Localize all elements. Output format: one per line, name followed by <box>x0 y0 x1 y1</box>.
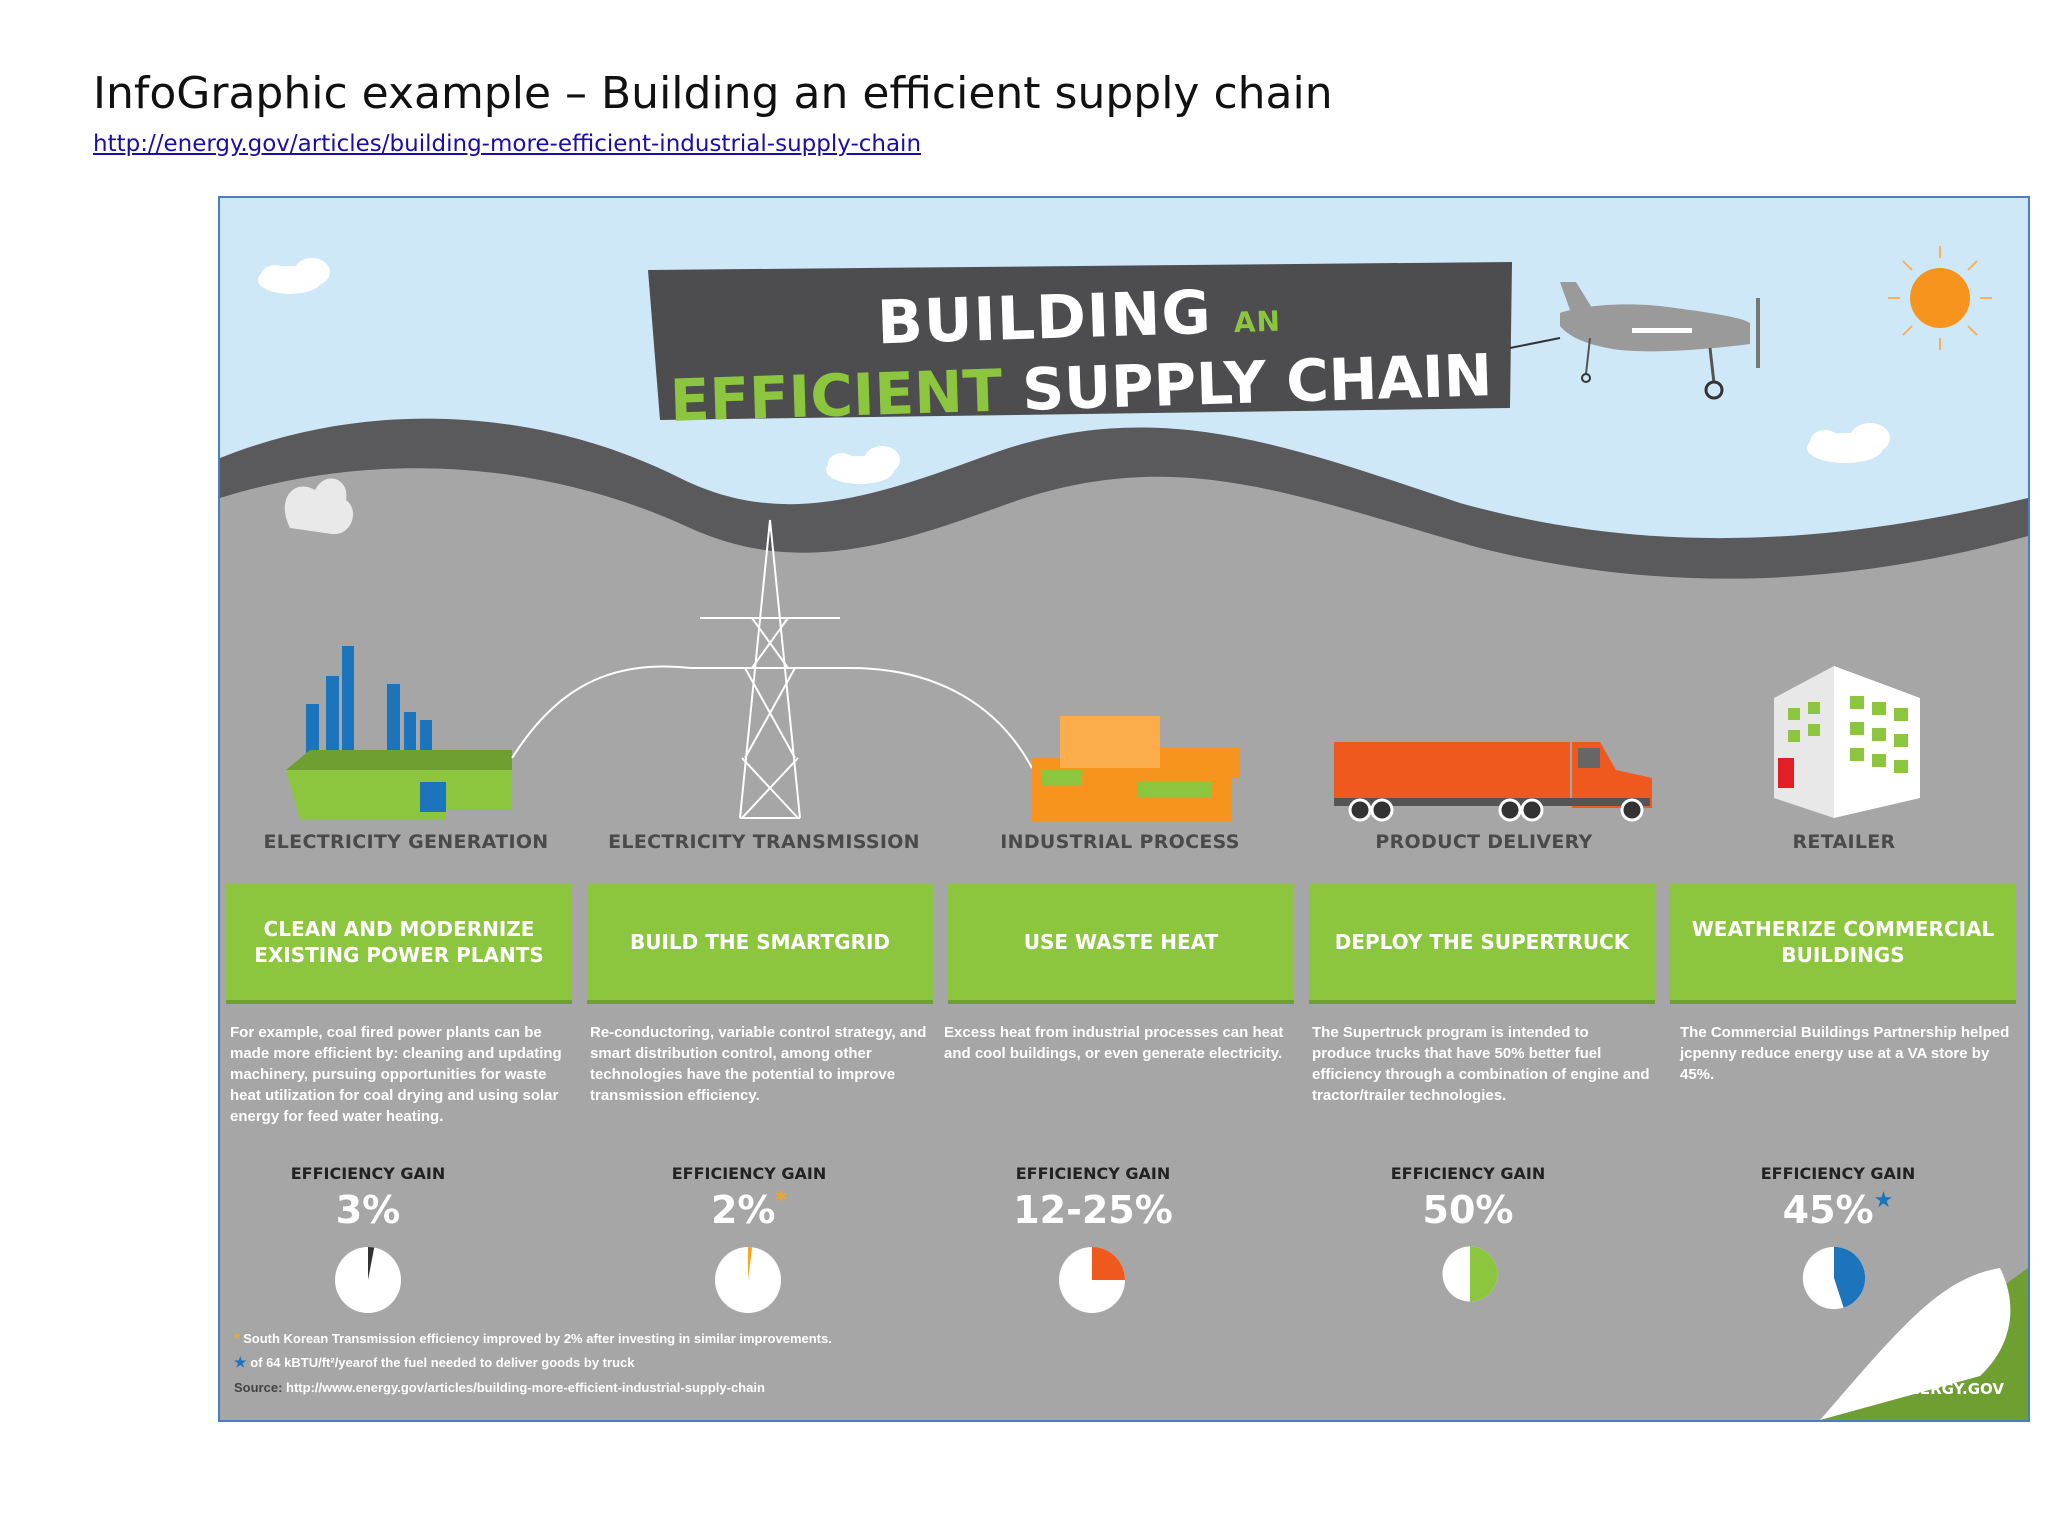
source-label: Source: <box>234 1380 283 1395</box>
footnote-mark: * <box>234 1330 240 1346</box>
banner-line2-white: SUPPLY CHAIN <box>1021 341 1494 424</box>
gain-value-text: 50% <box>1422 1188 1514 1232</box>
efficiency-gain-value: 3% <box>258 1188 478 1232</box>
efficiency-pie-chart <box>1059 1247 1125 1313</box>
efficiency-pie-chart <box>1442 1246 1498 1302</box>
airplane-icon <box>1560 282 1760 400</box>
efficiency-pie-chart <box>335 1247 401 1313</box>
efficiency-gain-label: EFFICIENCY GAIN <box>1390 1164 1546 1183</box>
transmission-tower-icon <box>511 519 1033 819</box>
description-industrial: Excess heat from industrial processes ca… <box>944 1024 1284 1062</box>
banner-shape <box>648 262 1512 420</box>
efficiency-gain-value: 50% <box>1358 1188 1578 1232</box>
banner-line1-small: AN <box>1233 304 1282 340</box>
pie-slice <box>368 1247 375 1280</box>
description-delivery: The Supertruck program is intended to pr… <box>1312 1024 1650 1104</box>
gain-value-text: 2% <box>710 1188 776 1232</box>
stage-label-industrial: INDUSTRIAL PROCESS <box>1000 831 1240 853</box>
truck-icon <box>1334 742 1652 822</box>
source-link[interactable]: http://energy.gov/articles/building-more… <box>93 131 922 157</box>
gain-mark: * <box>775 1188 788 1213</box>
banner-line2-green: EFFICIENT <box>668 356 1004 435</box>
description-retailer: The Commercial Buildings Partnership hel… <box>1680 1024 2010 1083</box>
gain-value-text: 12-25% <box>1013 1188 1173 1232</box>
efficiency-gain-value: 2%* <box>639 1188 859 1232</box>
power-plant-icon <box>284 478 512 820</box>
cloud-icon <box>258 258 1890 484</box>
page-title: InfoGraphic example – Building an effici… <box>93 68 1333 119</box>
stage-label-transmission: ELECTRICITY TRANSMISSION <box>608 831 920 853</box>
efficiency-pie-chart <box>715 1247 781 1313</box>
action-box-waste-heat: USE WASTE HEAT <box>948 884 1294 1004</box>
banner-line1-main: BUILDING <box>876 277 1213 359</box>
efficiency-gain-label: EFFICIENCY GAIN <box>671 1164 827 1183</box>
description-generation: For example, coal fired power plants can… <box>230 1024 562 1125</box>
footnote-source: Source: http://www.energy.gov/articles/b… <box>234 1380 765 1395</box>
gain-mark: ★ <box>1873 1188 1894 1213</box>
pie-slice <box>1092 1247 1125 1280</box>
pie-slice <box>1834 1246 1866 1308</box>
efficiency-gain-label: EFFICIENCY GAIN <box>1015 1164 1171 1183</box>
banner-title: BUILDING AN EFFICIENT SUPPLY CHAIN <box>648 255 1513 452</box>
footnote-transmission: * South Korean Transmission efficiency i… <box>234 1330 832 1346</box>
industrial-building-icon <box>1032 716 1240 822</box>
gain-value-text: 3% <box>335 1188 401 1232</box>
stage-label-delivery: PRODUCT DELIVERY <box>1375 831 1593 853</box>
efficiency-gain-label: EFFICIENCY GAIN <box>290 1164 446 1183</box>
retail-building-icon <box>1774 666 1920 818</box>
efficiency-pie-chart <box>1802 1246 1866 1310</box>
description-transmission: Re-conductoring, variable control strate… <box>590 1024 927 1104</box>
gain-value-text: 45% <box>1782 1188 1874 1232</box>
footnote-text: South Korean Transmission efficiency imp… <box>243 1331 832 1346</box>
efficiency-gain-label: EFFICIENCY GAIN <box>1760 1164 1916 1183</box>
stage-label-generation: ELECTRICITY GENERATION <box>263 831 549 853</box>
stage-label-retailer: RETAILER <box>1792 831 1896 853</box>
pie-slice <box>748 1247 753 1280</box>
action-box-smartgrid: BUILD THE SMARTGRID <box>587 884 933 1004</box>
sun-icon <box>1888 246 1992 350</box>
efficiency-gain-value: 12-25% <box>983 1188 1203 1232</box>
action-box-supertruck: DEPLOY THE SUPERTRUCK <box>1309 884 1655 1004</box>
action-box-power-plants: CLEAN AND MODERNIZE EXISTING POWER PLANT… <box>226 884 572 1004</box>
infographic-image: BUILDING AN EFFICIENT SUPPLY CHAIN ELECT… <box>218 196 2030 1422</box>
source-url: http://www.energy.gov/articles/building-… <box>286 1380 765 1395</box>
action-box-weatherize: WEATHERIZE COMMERCIAL BUILDINGS <box>1670 884 2016 1004</box>
pie-slice <box>1470 1246 1498 1302</box>
page-curl-fold <box>1820 1268 2011 1420</box>
energy-gov-logo: ENERGY.GOV <box>1897 1380 2004 1398</box>
footnote-mark: ★ <box>234 1354 247 1370</box>
efficiency-gain-value: 45%★ <box>1728 1188 1948 1232</box>
footnote-truck: ★ of 64 kBTU/ft²/yearof the fuel needed … <box>234 1354 634 1371</box>
footnote-text: of 64 kBTU/ft²/yearof the fuel needed to… <box>250 1355 635 1370</box>
